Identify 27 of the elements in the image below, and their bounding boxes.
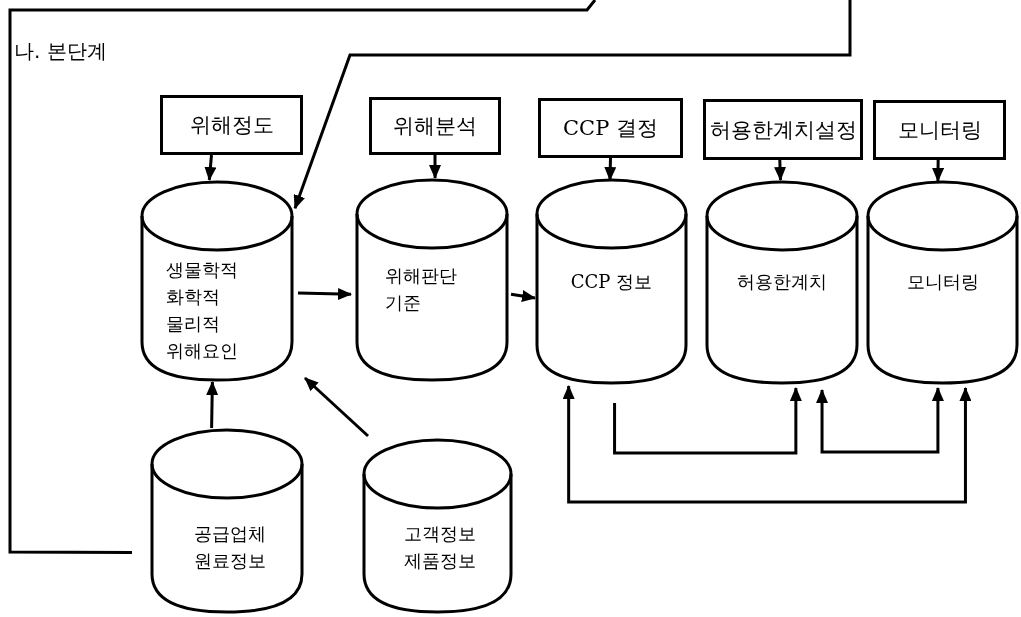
cylinder-label: 공급업체 원료정보 [193,522,267,573]
arrow [510,290,536,302]
process-box: 위해분석 [369,97,501,155]
arrow [297,288,352,300]
process-box: CCP 결정 [538,98,683,158]
arrow [304,376,370,438]
cylinder-label: 허용한계치 [736,270,828,294]
arrow [613,387,802,455]
arrow [604,157,617,181]
cylinder-label: 생물학적 화학적 물리적 위해요인 [166,258,239,363]
process-box: 모니터링 [873,100,1006,160]
cylinder-label: 모니터링 [905,270,980,294]
cylinder-label: 고객정보 제품정보 [403,522,477,573]
arrow [562,385,972,504]
process-box: 허용한계치설정 [703,99,863,160]
connector-line [8,0,597,555]
process-box: 위해정도 [160,95,303,155]
arrow [816,387,944,454]
arrow [204,154,217,181]
arrow [206,381,219,429]
arrow [774,159,787,181]
arrow [293,0,852,210]
arrow [429,155,442,179]
arrow [932,160,945,182]
cylinder-label: CCP 정보 [569,270,654,294]
cylinder-label: 위해판단 기준 [385,264,458,315]
section-heading: 나. 본단계 [14,38,107,65]
